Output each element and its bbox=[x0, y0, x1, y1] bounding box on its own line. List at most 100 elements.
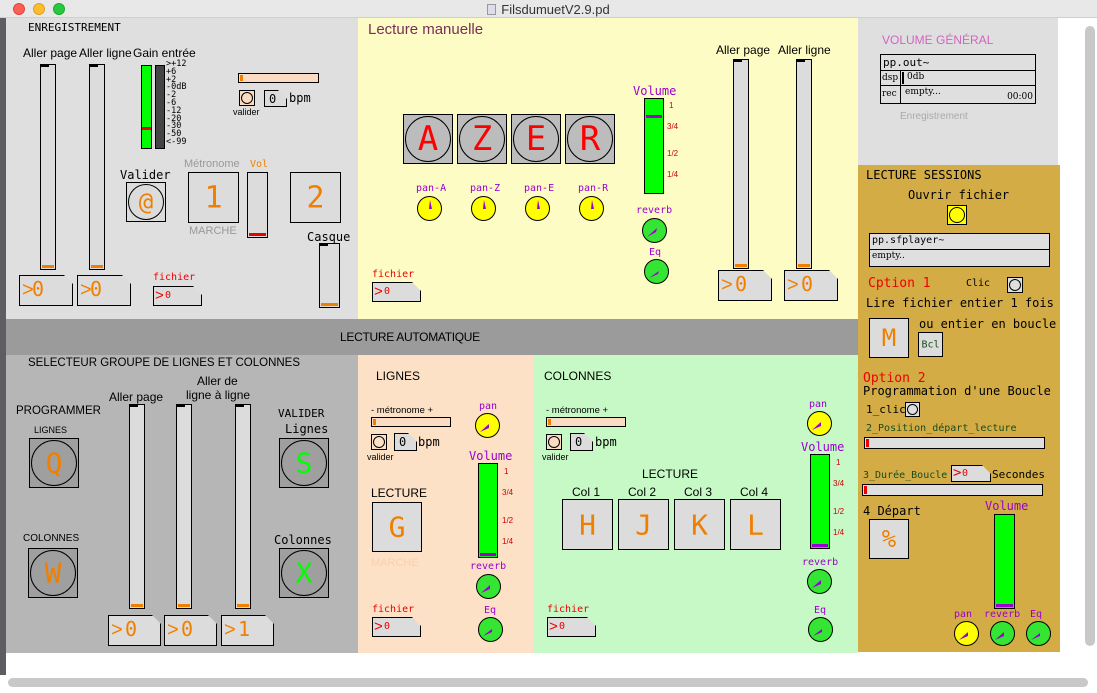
col-4-toggle[interactable]: L bbox=[730, 499, 781, 550]
clic-bang[interactable] bbox=[1007, 277, 1023, 293]
pan-knob[interactable] bbox=[807, 411, 832, 436]
vol-slider[interactable] bbox=[247, 172, 268, 238]
bpm-number[interactable]: 0 bbox=[570, 433, 593, 451]
page-number[interactable]: 0> bbox=[19, 275, 73, 306]
vu-scale-label: -2 bbox=[166, 90, 177, 101]
aller-page-label: Aller page bbox=[23, 46, 78, 60]
position-slider[interactable] bbox=[864, 437, 1045, 449]
pan-label: pan-Z bbox=[470, 183, 501, 194]
vertical-scrollbar[interactable] bbox=[1085, 26, 1095, 646]
aller-ligne-slider-1[interactable] bbox=[176, 404, 192, 609]
pan-label: pan-E bbox=[524, 183, 555, 194]
aller-ligne-slider-2[interactable] bbox=[235, 404, 251, 609]
casque-slider[interactable] bbox=[319, 243, 340, 308]
bpm-number[interactable]: 0 bbox=[394, 433, 417, 451]
volume-slider[interactable] bbox=[478, 463, 498, 558]
pan-r-knob[interactable] bbox=[579, 196, 604, 221]
col-1-toggle[interactable]: H bbox=[562, 499, 613, 550]
fichier-number[interactable]: >0 bbox=[547, 617, 596, 637]
reverb-knob[interactable] bbox=[642, 218, 667, 243]
ouvrir-fichier-bang[interactable] bbox=[947, 205, 967, 225]
fichier-number[interactable]: >0 bbox=[372, 282, 421, 302]
slider-knob bbox=[798, 264, 810, 267]
reverb-knob[interactable] bbox=[476, 574, 501, 599]
eq-knob[interactable] bbox=[478, 617, 503, 642]
duree-slider[interactable] bbox=[862, 484, 1043, 496]
volume-slider[interactable] bbox=[810, 454, 830, 549]
volume-slider[interactable] bbox=[994, 514, 1015, 609]
x-bang[interactable]: X bbox=[279, 548, 329, 598]
eq-label: Eq bbox=[484, 605, 497, 616]
divider bbox=[900, 70, 901, 103]
ligne-number-1[interactable]: 0> bbox=[164, 615, 217, 646]
minimize-window-button[interactable] bbox=[33, 3, 45, 15]
aller-ligne-slider[interactable] bbox=[89, 64, 105, 270]
w-bang[interactable]: W bbox=[28, 548, 78, 598]
key-e-bang[interactable]: E bbox=[511, 114, 561, 164]
key-z-bang[interactable]: Z bbox=[457, 114, 507, 164]
pan-a-knob[interactable] bbox=[417, 196, 442, 221]
valider-at-bang[interactable]: @ bbox=[126, 182, 166, 222]
valider-bang[interactable] bbox=[371, 434, 387, 450]
rec-label[interactable]: rec bbox=[882, 89, 897, 99]
bcl-toggle[interactable]: Bcl bbox=[918, 332, 943, 357]
key-a-bang[interactable]: A bbox=[403, 114, 453, 164]
page-number[interactable]: 0> bbox=[108, 615, 161, 646]
pan-knob[interactable] bbox=[475, 413, 500, 438]
horizontal-scrollbar[interactable] bbox=[8, 678, 1088, 687]
eq-knob[interactable] bbox=[808, 617, 833, 642]
tick-label: 1/4 bbox=[833, 528, 845, 537]
bang-circle bbox=[949, 207, 965, 223]
pan-knob[interactable] bbox=[954, 621, 979, 646]
valider-bang[interactable] bbox=[239, 90, 255, 106]
g-toggle[interactable]: G bbox=[372, 502, 422, 552]
gain-slider[interactable] bbox=[141, 65, 152, 149]
col-2-toggle[interactable]: J bbox=[618, 499, 669, 550]
s-bang[interactable]: S bbox=[279, 438, 329, 488]
metronome-slider[interactable] bbox=[238, 73, 319, 83]
step1-bang[interactable] bbox=[905, 402, 920, 417]
m-toggle[interactable]: M bbox=[869, 318, 909, 358]
valider-bang[interactable] bbox=[546, 434, 562, 450]
fichier-number[interactable]: >0 bbox=[372, 617, 421, 637]
metronome-slider[interactable] bbox=[546, 417, 626, 427]
toggle-2[interactable]: 2 bbox=[290, 172, 341, 223]
aller-page-slider[interactable] bbox=[733, 59, 749, 269]
pan-e-knob[interactable] bbox=[525, 196, 550, 221]
db-value[interactable]: 0db bbox=[907, 72, 925, 82]
eq-knob[interactable] bbox=[644, 259, 669, 284]
metronome-slider[interactable] bbox=[371, 417, 451, 427]
aller-page-slider[interactable] bbox=[40, 64, 56, 270]
slider-knob bbox=[131, 604, 143, 607]
fichier-number[interactable]: >0 bbox=[153, 286, 202, 306]
ligne-number-2[interactable]: 1> bbox=[221, 615, 274, 646]
page-number[interactable]: 0> bbox=[718, 270, 772, 301]
bpm-value: 0 bbox=[575, 435, 583, 449]
key-r-bang[interactable]: R bbox=[565, 114, 615, 164]
toggle-1[interactable]: 1 bbox=[188, 172, 239, 223]
pan-z-knob[interactable] bbox=[471, 196, 496, 221]
volume-slider[interactable] bbox=[644, 98, 664, 194]
bpm-number[interactable]: 0 bbox=[264, 90, 287, 107]
ligne-number[interactable]: 0> bbox=[784, 270, 838, 301]
ligne-number[interactable]: 0> bbox=[77, 275, 131, 306]
aller-ligne-slider[interactable] bbox=[796, 59, 812, 269]
duree-number[interactable]: >0 bbox=[951, 465, 991, 482]
gain-knob bbox=[142, 127, 151, 130]
reverb-knob[interactable] bbox=[990, 621, 1015, 646]
depart-toggle[interactable]: % bbox=[869, 519, 909, 559]
fichier-label: fichier bbox=[372, 269, 415, 280]
col-3-toggle[interactable]: K bbox=[674, 499, 725, 550]
arrow-icon: > bbox=[787, 274, 799, 296]
eq-knob[interactable] bbox=[1026, 621, 1051, 646]
zoom-window-button[interactable] bbox=[53, 3, 65, 15]
aller-page-slider[interactable] bbox=[129, 404, 145, 609]
q-bang[interactable]: Q bbox=[29, 438, 79, 488]
sfplayer-object[interactable]: pp.sfplayer~ empty.. bbox=[869, 233, 1050, 267]
pp-out-object[interactable]: pp.out~ dsp 0db rec empty... 00:00 bbox=[880, 54, 1036, 104]
slider-knob bbox=[42, 265, 54, 268]
dsp-label[interactable]: dsp bbox=[882, 73, 899, 83]
reverb-knob[interactable] bbox=[807, 569, 832, 594]
close-window-button[interactable] bbox=[13, 3, 25, 15]
volume-label: Volume bbox=[469, 449, 513, 463]
